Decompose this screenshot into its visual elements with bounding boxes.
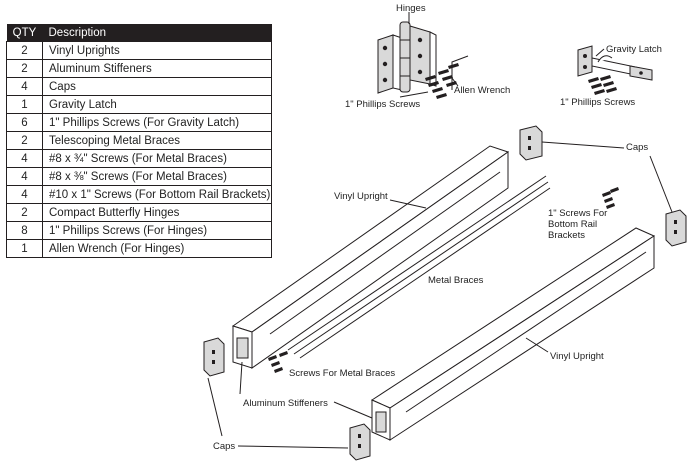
cap-bottom-icon xyxy=(349,423,371,461)
vinyl-upright-bottom xyxy=(370,227,656,441)
cap-left-icon xyxy=(203,337,225,377)
gravity-latch-illustration xyxy=(577,45,653,81)
metal-braces-label: Metal Braces xyxy=(428,275,484,286)
vinyl-upright-bottom-label: Vinyl Upright xyxy=(550,351,604,362)
cap-top-right-icon xyxy=(519,125,543,161)
bottom-rail-screws-label-line1: 1" Screws For xyxy=(548,208,607,219)
latch-phillips-screws-label: 1" Phillips Screws xyxy=(560,97,635,108)
bottom-rail-screws-icon xyxy=(602,187,619,209)
description-cell: Vinyl Uprights xyxy=(42,41,272,60)
metal-brace-screws-icon xyxy=(268,351,288,373)
gravity-latch-label: Gravity Latch xyxy=(606,44,662,55)
hinges-illustration xyxy=(377,21,437,94)
description-column-header: Description xyxy=(42,24,272,42)
table-row: 4#10 x 1" Screws (For Bottom Rail Bracke… xyxy=(6,185,272,204)
table-row: 4#8 x ¾" Screws (For Metal Braces) xyxy=(6,149,272,168)
allen-wrench-label: Allen Wrench xyxy=(454,85,510,96)
caps-left-label: Caps xyxy=(213,441,235,452)
latch-screws-icon xyxy=(588,75,617,95)
table-row: 4#8 x ⅜" Screws (For Metal Braces) xyxy=(6,167,272,186)
aluminum-stiffeners-label: Aluminum Stiffeners xyxy=(243,398,328,409)
hinge-phillips-screws-label: 1" Phillips Screws xyxy=(345,99,420,110)
description-cell: Allen Wrench (For Hinges) xyxy=(42,239,272,258)
table-header-row: QTY Description xyxy=(6,24,272,42)
description-cell: Aluminum Stiffeners xyxy=(42,59,272,78)
metal-braces xyxy=(287,175,551,359)
metal-brace-screws-label: Screws For Metal Braces xyxy=(289,368,395,379)
description-cell: #8 x ⅜" Screws (For Metal Braces) xyxy=(42,167,272,186)
description-cell: #10 x 1" Screws (For Bottom Rail Bracket… xyxy=(42,185,272,204)
allen-wrench-icon xyxy=(451,55,469,90)
description-cell: 1" Phillips Screws (For Gravity Latch) xyxy=(42,113,272,132)
description-cell: Telescoping Metal Braces xyxy=(42,131,272,150)
bottom-rail-screws-label-line3: Brackets xyxy=(548,230,585,241)
vinyl-upright-top xyxy=(231,145,510,369)
caps-right-label: Caps xyxy=(626,142,648,153)
qty-column-header: QTY xyxy=(6,24,43,42)
cap-right-icon xyxy=(665,209,687,247)
hinges-label: Hinges xyxy=(396,3,426,14)
bottom-rail-screws-label-line2: Bottom Rail xyxy=(548,219,597,230)
vinyl-upright-top-label: Vinyl Upright xyxy=(334,191,388,202)
